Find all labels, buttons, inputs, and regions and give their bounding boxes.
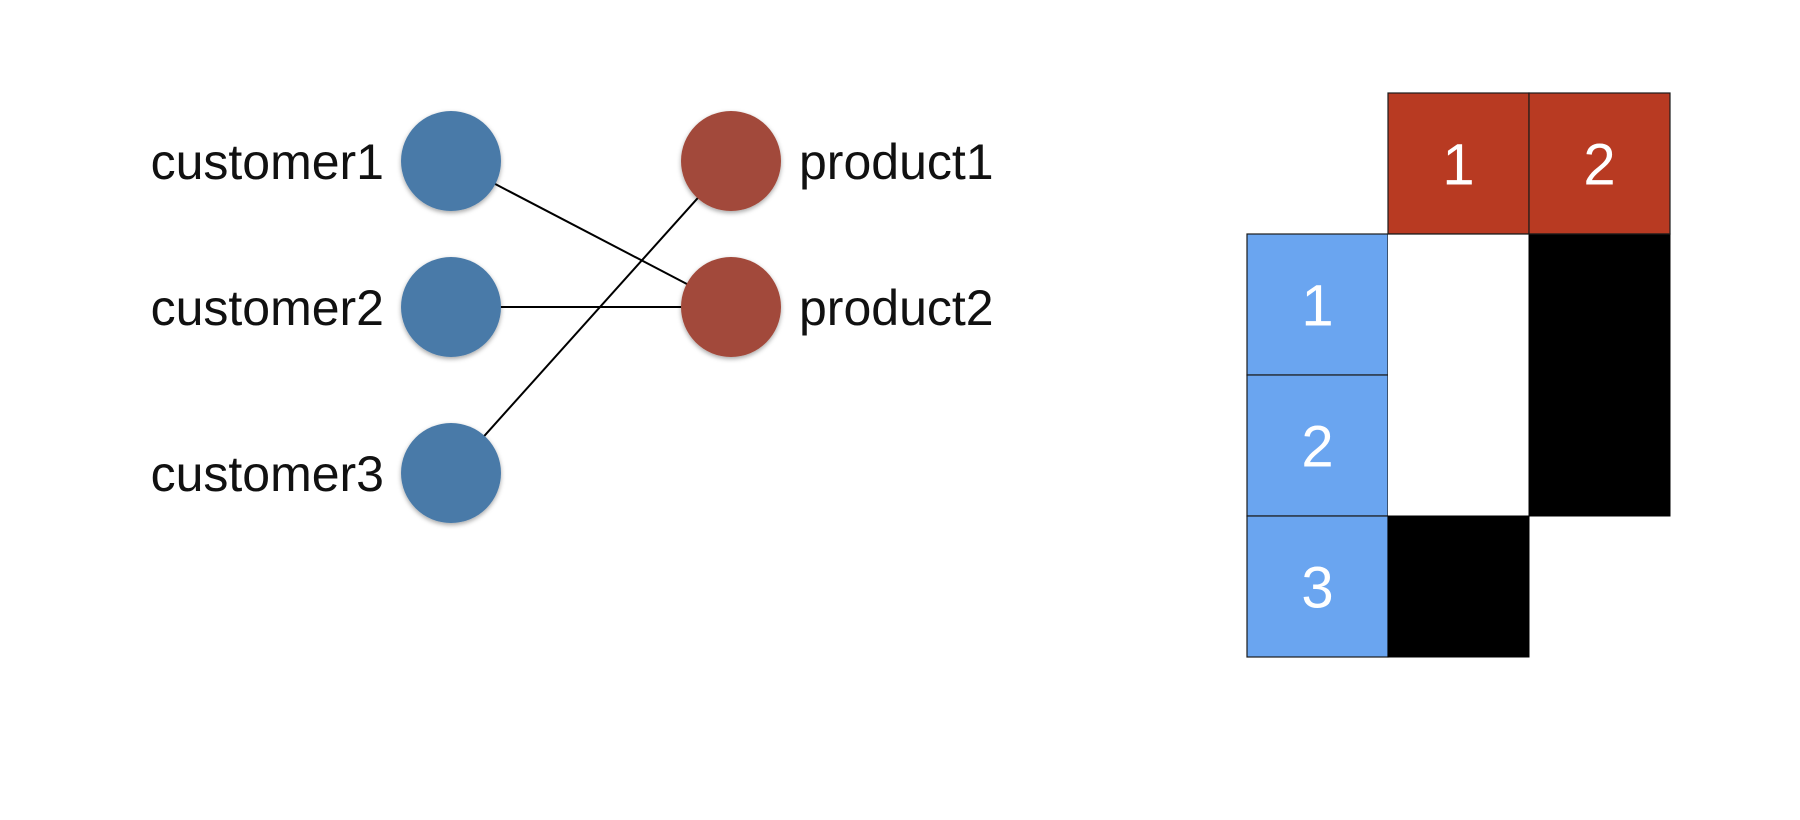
product-circle (681, 111, 781, 211)
row-header-3: 3 (1246, 515, 1389, 658)
matrix-cell-r3-c1 (1387, 515, 1530, 658)
customer-label: customer1 (151, 134, 384, 190)
row-header-1: 1 (1246, 233, 1389, 376)
col-header-label: 1 (1442, 133, 1474, 198)
matrix-cell-r2-c2 (1528, 374, 1671, 517)
customer-label: customer3 (151, 446, 384, 502)
row-header-label: 3 (1301, 556, 1333, 621)
product-label: product1 (799, 134, 994, 190)
col-header-label: 2 (1583, 133, 1615, 198)
customer-node-3: customer3 (151, 423, 501, 523)
edges (479, 180, 704, 441)
product-circle (681, 257, 781, 357)
adjacency-matrix: 1 2 3 1 2 (1246, 92, 1671, 658)
col-header-cell (1528, 92, 1671, 235)
graph-nodes: customer1 customer2 customer3 product1 produ… (151, 111, 994, 523)
row-header-cell (1246, 515, 1389, 658)
row-header-label: 2 (1301, 415, 1333, 480)
col-header-1: 1 (1387, 92, 1530, 235)
matrix-cell-r1-c2 (1528, 233, 1671, 376)
customer-circle (401, 423, 501, 523)
customer-node-1: customer1 (151, 111, 501, 211)
product-node-2: product2 (681, 257, 994, 357)
matrix-cell-r1-c1 (1388, 234, 1529, 375)
edge-c1-p2 (489, 180, 695, 289)
product-node-1: product1 (681, 111, 994, 211)
customer-circle (401, 257, 501, 357)
customer-node-2: customer2 (151, 257, 501, 357)
edge-c3-p1 (479, 191, 704, 441)
customer-label: customer2 (151, 280, 384, 336)
row-header-2: 2 (1246, 374, 1389, 517)
matrix-cell-r2-c1 (1388, 375, 1529, 516)
customer-circle (401, 111, 501, 211)
row-header-cell (1246, 374, 1389, 517)
product-label: product2 (799, 280, 994, 336)
row-header-label: 1 (1301, 274, 1333, 339)
col-header-2: 2 (1528, 92, 1671, 235)
